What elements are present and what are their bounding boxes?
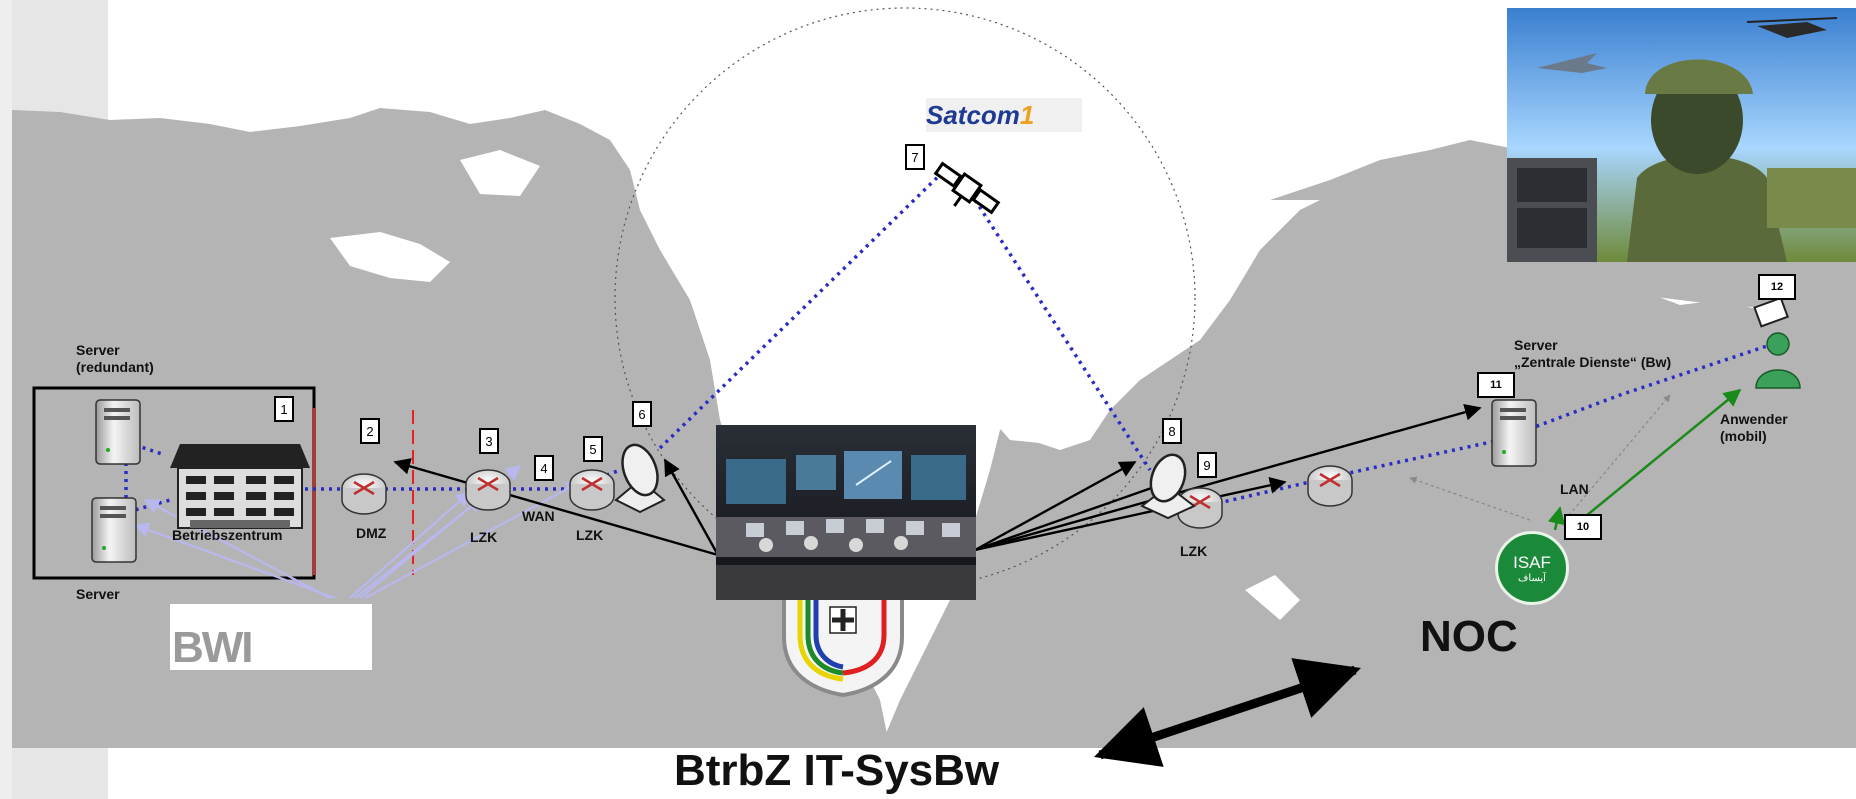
node-number-3: 3 bbox=[479, 428, 499, 454]
lan-arrow bbox=[1547, 506, 1566, 531]
bwi-logo-text: BWI bbox=[172, 623, 254, 672]
node-number-5: 5 bbox=[583, 436, 603, 462]
node-number-2: 2 bbox=[360, 418, 380, 444]
operations-center-photo bbox=[716, 425, 976, 600]
server-icon bbox=[95, 399, 141, 465]
router-icon bbox=[1307, 465, 1353, 507]
node-number-6: 6 bbox=[632, 401, 652, 427]
node-number-9: 9 bbox=[1197, 452, 1217, 478]
soldier-photo bbox=[1507, 8, 1856, 262]
node-number-7: 7 bbox=[905, 144, 925, 170]
label-anwender-mobil: Anwender (mobil) bbox=[1720, 411, 1788, 444]
isaf-badge: ISAF آیساف bbox=[1495, 531, 1569, 605]
label-noc: NOC bbox=[1420, 612, 1518, 661]
label-lzk-2: LZK bbox=[576, 527, 604, 543]
label-lzk-1: LZK bbox=[470, 529, 498, 545]
router-icon bbox=[465, 469, 511, 511]
node-number-8: 8 bbox=[1162, 418, 1182, 444]
bwi-logo: BWI bbox=[170, 604, 372, 670]
node-number-4: 4 bbox=[534, 455, 554, 481]
label-server-redundant: Server (redundant) bbox=[76, 342, 154, 375]
label-betriebszentrum: Betriebszentrum bbox=[172, 527, 283, 543]
node-number-10: 10 bbox=[1564, 514, 1602, 540]
server-icon bbox=[91, 497, 137, 563]
satellite-dish-icon bbox=[614, 443, 666, 514]
isaf-badge-text: ISAF bbox=[1513, 552, 1551, 572]
management-arrows bbox=[393, 404, 1482, 557]
map-land-europe bbox=[12, 108, 890, 748]
label-lan: LAN bbox=[1560, 481, 1589, 497]
label-btrbz-it-sysbw: BtrbZ IT-SysBw bbox=[674, 746, 1000, 795]
label-server: Server bbox=[76, 586, 120, 602]
satellite-dish-icon bbox=[1140, 453, 1196, 520]
satellite-coverage-circle bbox=[614, 7, 1196, 589]
label-wan: WAN bbox=[522, 508, 555, 524]
building-icon bbox=[170, 444, 310, 529]
router-icon bbox=[341, 473, 387, 515]
bwi-management-arrows bbox=[133, 465, 582, 600]
isaf-badge-subtext: آیساف bbox=[1518, 572, 1546, 584]
node-number-11: 11 bbox=[1477, 372, 1515, 398]
label-dmz: DMZ bbox=[356, 525, 387, 541]
node-number-12: 12 bbox=[1758, 274, 1796, 300]
node-number-1: 1 bbox=[274, 396, 294, 422]
satcom-logo: Satcom1 bbox=[926, 98, 1082, 132]
satellite-icon bbox=[933, 161, 1001, 215]
router-icon bbox=[569, 469, 615, 511]
server-icon bbox=[1491, 399, 1537, 467]
mobile-link-arrow bbox=[1574, 388, 1742, 526]
laptop-user-icon bbox=[1753, 296, 1801, 389]
label-lzk-3: LZK bbox=[1180, 543, 1208, 559]
label-server-zentrale-dienste: Server „Zentrale Dienste“ (Bw) bbox=[1514, 337, 1672, 370]
double-headed-arrow bbox=[1094, 658, 1361, 767]
